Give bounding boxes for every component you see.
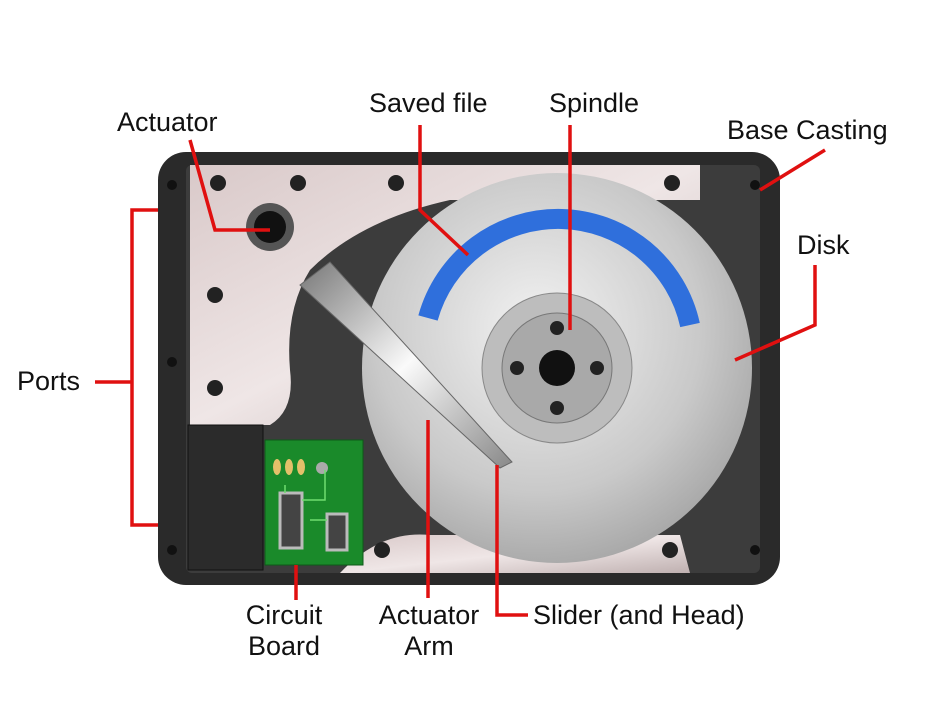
label-circuit-board-line2: Board: [248, 631, 320, 661]
label-actuator-arm-line2: Arm: [404, 631, 454, 661]
label-ports: Ports: [17, 366, 80, 396]
label-slider: Slider (and Head): [533, 600, 745, 630]
ports-connector: [187, 424, 264, 571]
label-base-casting: Base Casting: [727, 115, 888, 145]
label-circuit-board-line1: Circuit: [246, 600, 323, 630]
actuator-pivot: [246, 203, 294, 251]
saved-file-arc: [418, 208, 700, 328]
label-actuator: Actuator: [117, 107, 218, 137]
label-disk: Disk: [797, 230, 850, 260]
spindle: [481, 292, 633, 444]
label-saved-file: Saved file: [369, 88, 488, 118]
cover-plate: [190, 165, 700, 425]
screw-holes: [207, 175, 680, 558]
label-actuator-arm-line1: Actuator: [379, 600, 480, 630]
circuit-board: [264, 439, 364, 566]
actuator-arm: [299, 261, 513, 469]
leader-lines: [95, 125, 826, 617]
label-spindle: Spindle: [549, 88, 639, 118]
